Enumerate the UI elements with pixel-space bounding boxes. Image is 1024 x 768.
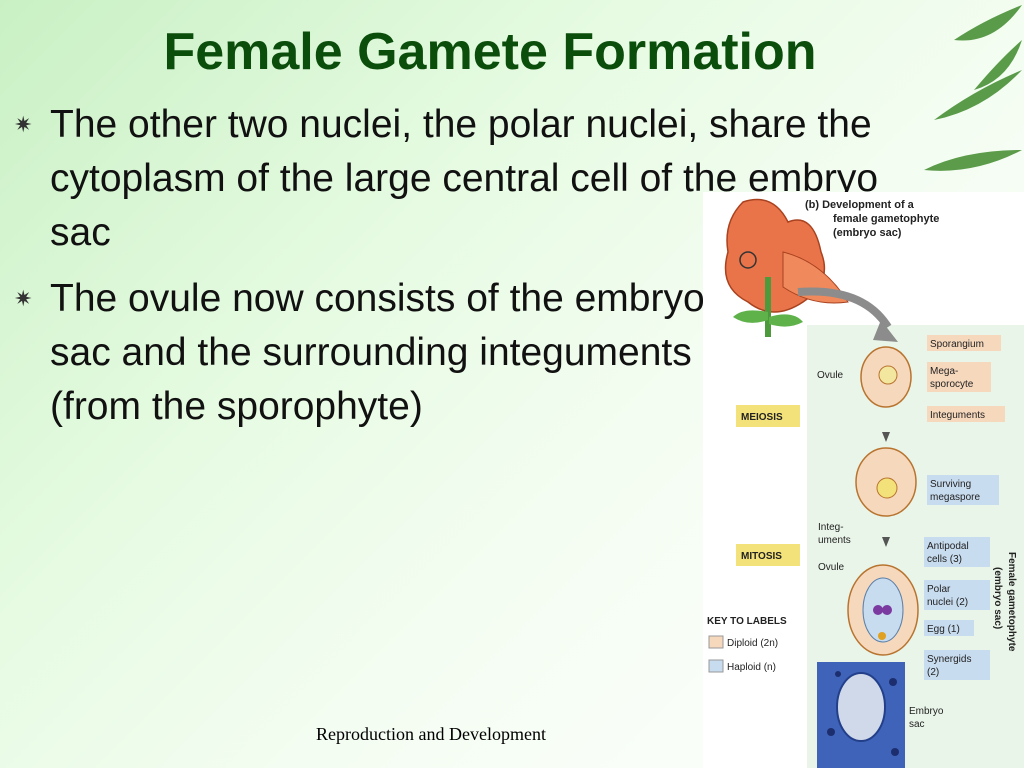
label-polar-nuclei: nuclei (2) bbox=[927, 597, 968, 608]
label-surviving-megaspore: megaspore bbox=[930, 492, 980, 503]
label-box-integuments bbox=[927, 406, 1005, 422]
side-label: (embryo sac) bbox=[992, 567, 1003, 629]
label-box-antipodal bbox=[924, 537, 990, 567]
bullet-item: ✷ The ovule now consists of the embryo s… bbox=[14, 272, 710, 434]
label-synergids: Synergids bbox=[927, 654, 971, 665]
label-megasporocyte: Mega- bbox=[930, 366, 958, 377]
key-haploid: Haploid (n) bbox=[727, 662, 776, 673]
bullet-text: The ovule now consists of the embryo sac… bbox=[50, 277, 705, 428]
label-surviving-megaspore: Surviving bbox=[930, 479, 971, 490]
bullet-list: ✷ The other two nuclei, the polar nuclei… bbox=[14, 98, 944, 446]
figure-heading: (embryo sac) bbox=[833, 227, 902, 239]
stage-meiosis: MEIOSIS bbox=[741, 412, 783, 423]
label-egg: Egg (1) bbox=[927, 624, 960, 635]
label-sporangium: Sporangium bbox=[930, 339, 984, 350]
slide-title: Female Gamete Formation bbox=[163, 23, 817, 81]
label-antipodal: cells (3) bbox=[927, 554, 962, 565]
asterisk-bullet-icon: ✷ bbox=[14, 112, 33, 137]
asterisk-bullet-icon: ✷ bbox=[14, 286, 33, 311]
key-title: KEY TO LABELS bbox=[707, 616, 787, 627]
bamboo-leaves-decoration bbox=[924, 5, 1022, 171]
stage-badge-mitosis bbox=[736, 544, 800, 566]
label-integuments-short: Integ- bbox=[818, 522, 844, 533]
key-diploid: Diploid (2n) bbox=[727, 638, 778, 649]
stage-mitosis: MITOSIS bbox=[741, 551, 782, 562]
label-megasporocyte: sporocyte bbox=[930, 379, 974, 390]
label-box-polar-nuclei bbox=[924, 580, 990, 610]
side-label: Female gametophyte bbox=[1006, 552, 1017, 652]
label-ovule: Ovule bbox=[817, 370, 844, 381]
label-embryo-sac: sac bbox=[909, 719, 925, 730]
label-box-synergids bbox=[924, 650, 990, 680]
label-box-sporangium bbox=[927, 335, 1001, 351]
label-integuments-short: uments bbox=[818, 535, 851, 546]
label-box-surviving-megaspore bbox=[927, 475, 999, 505]
label-embryo-sac: Embryo bbox=[909, 706, 944, 717]
label-ovule: Ovule bbox=[818, 562, 845, 573]
label-synergids: (2) bbox=[927, 667, 939, 678]
slide-footer: Reproduction and Development bbox=[316, 724, 546, 744]
label-polar-nuclei: Polar bbox=[927, 584, 951, 595]
embryo-sac-micrograph bbox=[817, 662, 905, 768]
embryo-sac-diagram: (b) Development of a female gametophyte … bbox=[707, 198, 1017, 768]
figure-heading: (b) Development of a bbox=[805, 199, 915, 211]
label-antipodal: Antipodal bbox=[927, 541, 969, 552]
flower-illustration bbox=[724, 198, 849, 337]
label-integuments: Integuments bbox=[930, 410, 985, 421]
label-box-megasporocyte bbox=[927, 362, 991, 392]
figure-heading: female gametophyte bbox=[833, 213, 939, 225]
label-box-egg bbox=[924, 620, 974, 636]
bullet-item: ✷ The other two nuclei, the polar nuclei… bbox=[14, 98, 944, 260]
stage-badge-meiosis bbox=[736, 405, 800, 427]
bullet-text: The other two nuclei, the polar nuclei, … bbox=[50, 103, 879, 254]
